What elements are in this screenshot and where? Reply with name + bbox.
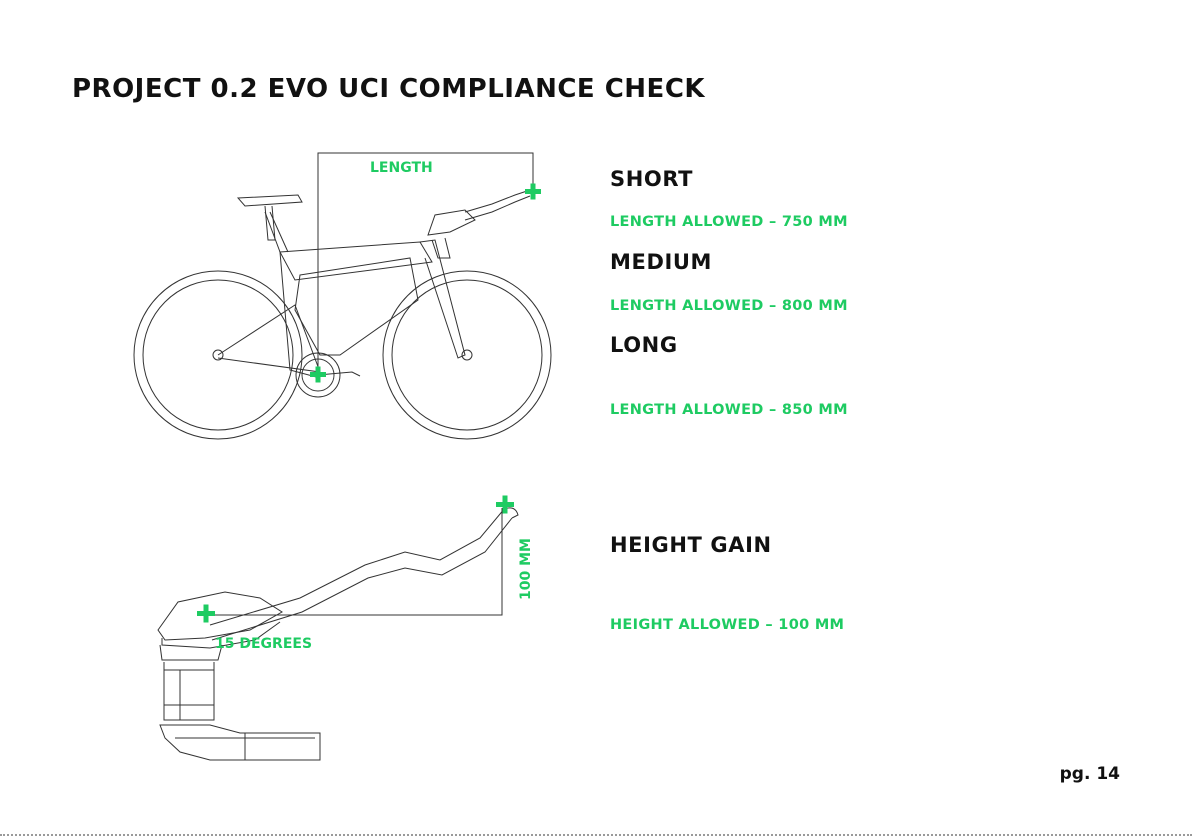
length-label: LENGTH xyxy=(370,160,433,176)
page-number: pg. 14 xyxy=(1060,764,1120,784)
size-medium-title: MEDIUM xyxy=(610,250,712,274)
size-short-title: SHORT xyxy=(610,167,693,191)
page-title: PROJECT 0.2 EVO UCI COMPLIANCE CHECK xyxy=(72,74,705,104)
plus-icon xyxy=(197,605,215,623)
bike-diagram: LENGTH xyxy=(120,140,570,470)
height-label: 100 MM xyxy=(518,538,534,600)
aerobar-diagram: 100 MM 15 DEGREES xyxy=(150,490,550,770)
size-long-title: LONG xyxy=(610,333,678,357)
size-medium-allowed: LENGTH ALLOWED – 800 MM xyxy=(610,298,848,314)
height-allowed: HEIGHT ALLOWED – 100 MM xyxy=(610,617,844,633)
page-border xyxy=(0,834,1192,836)
size-long-allowed: LENGTH ALLOWED – 850 MM xyxy=(610,402,848,418)
angle-label: 15 DEGREES xyxy=(215,636,312,652)
plus-icon xyxy=(310,367,326,383)
size-short-allowed: LENGTH ALLOWED – 750 MM xyxy=(610,214,848,230)
height-gain-title: HEIGHT GAIN xyxy=(610,533,772,557)
plus-icon xyxy=(496,496,514,514)
